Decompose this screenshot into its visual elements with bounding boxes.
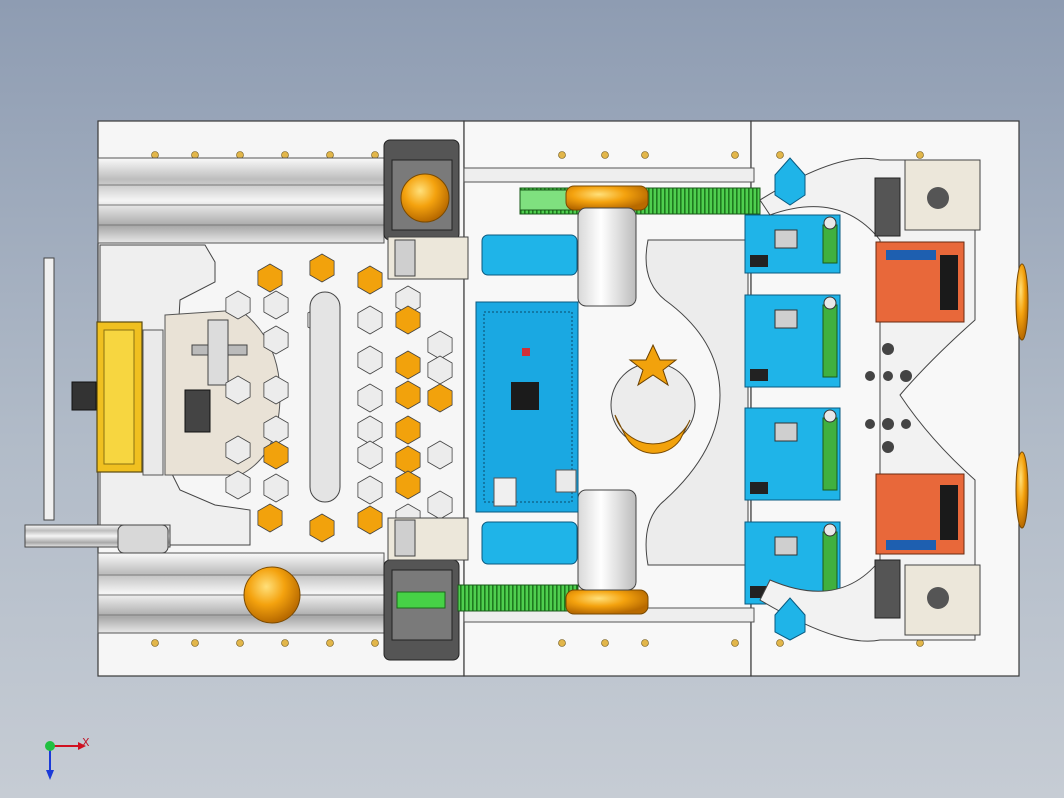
- bolt-top-2: [236, 151, 244, 159]
- hex-hole-15: [263, 375, 289, 405]
- bolt-top-10: [731, 151, 739, 159]
- bolt-top-4: [326, 151, 334, 159]
- bolt-bottom-4: [326, 639, 334, 647]
- hex-hole-23: [225, 435, 251, 465]
- motor-mount-bottom: [383, 517, 469, 661]
- bolt-top-1: [191, 151, 199, 159]
- cylinder-bottom: [577, 489, 637, 591]
- hex-hole-25: [357, 440, 383, 470]
- bolt-top-9: [641, 151, 649, 159]
- hex-hole-8: [395, 305, 421, 335]
- driver-header-2: [750, 482, 768, 494]
- motor-driver-top: [875, 241, 965, 323]
- bolt-top-8: [601, 151, 609, 159]
- hex-hole-0: [257, 263, 283, 293]
- driver-header-0: [750, 255, 768, 267]
- slot: [309, 291, 341, 503]
- driver-terminal-3: [822, 531, 838, 595]
- star-marker: [628, 343, 678, 387]
- driver-pot-3: [823, 523, 837, 537]
- driver-terminal-0: [822, 224, 838, 264]
- driver-chip-2: [774, 422, 798, 442]
- hex-hole-3: [225, 290, 251, 320]
- hex-hole-27: [225, 470, 251, 500]
- hex-hole-33: [309, 513, 335, 543]
- hex-hole-7: [357, 305, 383, 335]
- middle-plate-cutout: [645, 239, 749, 566]
- pulley-bottom: [565, 589, 649, 615]
- bolt-bottom-5: [371, 639, 379, 647]
- arduino-board: [475, 301, 579, 513]
- hex-hole-12: [395, 350, 421, 380]
- bolt-bottom-0: [151, 639, 159, 647]
- pulley-top: [565, 185, 649, 211]
- front-wheel-bottom: [1015, 451, 1029, 529]
- hex-hole-10: [263, 325, 289, 355]
- hex-marker-top: [774, 157, 806, 206]
- rear-post: [43, 257, 55, 521]
- driver-chip-3: [774, 536, 798, 556]
- sensor-board-2: [481, 521, 578, 565]
- driver-pot-1: [823, 296, 837, 310]
- hex-hole-17: [395, 380, 421, 410]
- driver-chip-1: [774, 309, 798, 329]
- driver-header-1: [750, 369, 768, 381]
- tube-bottom: [97, 552, 385, 634]
- bolt-top-5: [371, 151, 379, 159]
- rack-bottom: [457, 584, 579, 612]
- hex-hole-29: [357, 475, 383, 505]
- bolt-bottom-7: [558, 639, 566, 647]
- hex-hole-2: [357, 265, 383, 295]
- caster-ball-bottom: [243, 566, 301, 624]
- bolt-bottom-8: [601, 639, 609, 647]
- hex-hole-18: [427, 383, 453, 413]
- motor-mount-top: [383, 139, 469, 280]
- sensor-board-1: [481, 234, 578, 276]
- driver-pot-0: [823, 216, 837, 230]
- front-wheel-top: [1015, 263, 1029, 341]
- bolt-bottom-9: [641, 639, 649, 647]
- hex-hole-16: [357, 383, 383, 413]
- hex-hole-11: [357, 345, 383, 375]
- tube-top: [97, 157, 385, 244]
- bolt-top-0: [151, 151, 159, 159]
- hex-hole-14: [225, 375, 251, 405]
- bolt-bottom-2: [236, 639, 244, 647]
- bolt-top-11: [776, 151, 784, 159]
- driver-terminal-2: [822, 417, 838, 491]
- driver-chip-0: [774, 229, 798, 249]
- hex-hole-32: [257, 503, 283, 533]
- bolt-top-12: [916, 151, 924, 159]
- hex-hole-30: [395, 470, 421, 500]
- triad-x-label: X: [82, 736, 90, 749]
- hex-hole-34: [357, 505, 383, 535]
- bolt-bottom-1: [191, 639, 199, 647]
- driver-terminal-1: [822, 304, 838, 378]
- bolt-top-3: [281, 151, 289, 159]
- hex-hole-22: [427, 440, 453, 470]
- cylinder-top: [577, 207, 637, 307]
- bolt-bottom-3: [281, 639, 289, 647]
- coordinate-triad-icon: [45, 741, 86, 780]
- hex-hole-28: [263, 473, 289, 503]
- bolt-bottom-11: [776, 639, 784, 647]
- hex-hole-4: [263, 290, 289, 320]
- driver-pot-2: [823, 409, 837, 423]
- hex-marker-bottom: [774, 597, 806, 641]
- hex-hole-24: [263, 440, 289, 470]
- hex-hole-21: [395, 415, 421, 445]
- bolt-top-7: [558, 151, 566, 159]
- hex-hole-1: [309, 253, 335, 283]
- bolt-bottom-10: [731, 639, 739, 647]
- bolt-bottom-12: [916, 639, 924, 647]
- motor-driver-bottom: [875, 473, 965, 555]
